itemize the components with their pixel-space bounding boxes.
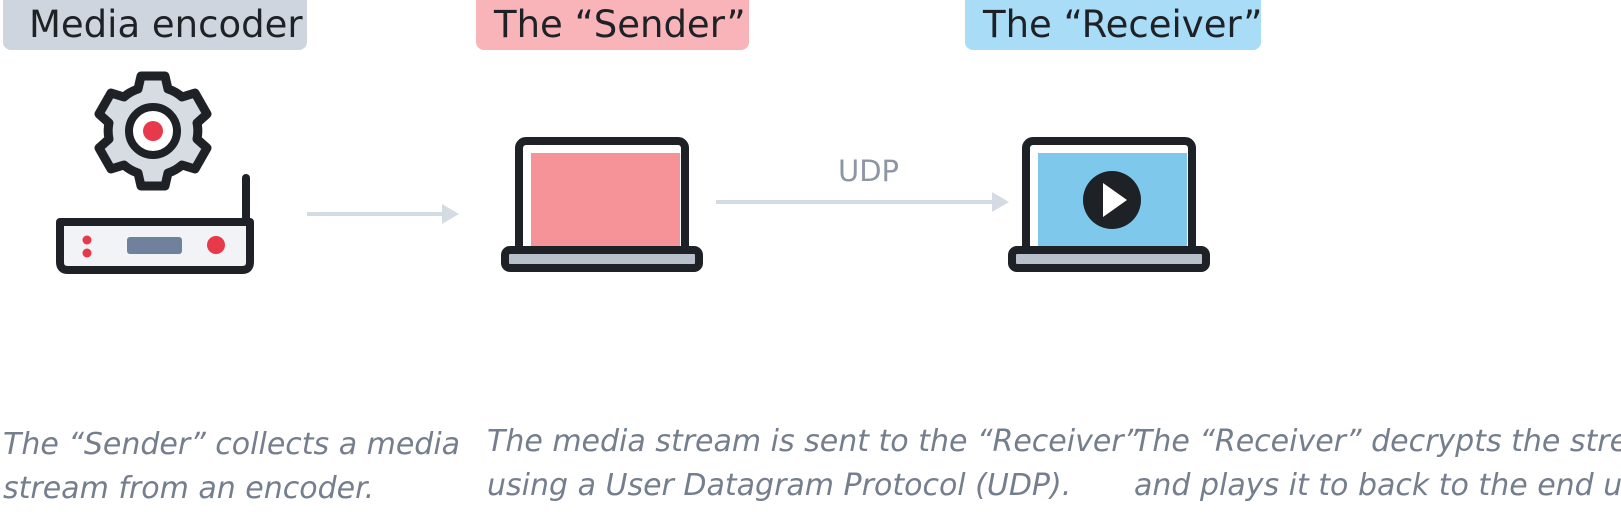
media-encoder-label: Media encoder	[3, 0, 307, 50]
arrow-sender-to-receiver	[716, 192, 1009, 212]
sender-caption: The “Sender” collects a media stream fro…	[3, 423, 460, 511]
laptop-play-icon	[1008, 137, 1210, 272]
sender-caption-line-2: stream from an encoder.	[3, 471, 375, 506]
laptop-icon	[501, 137, 703, 272]
receiver-caption-line-1: The “Receiver” decrypts the stream	[1134, 424, 1621, 459]
udp-label: UDP	[838, 154, 900, 188]
stream-caption-line-1: The media stream is sent to the “Receive…	[487, 424, 1140, 459]
stream-caption: The media stream is sent to the “Receive…	[487, 420, 1139, 508]
receiver-caption: The “Receiver” decrypts the stream and p…	[1134, 420, 1621, 508]
arrow-encoder-to-sender	[307, 204, 459, 224]
encoder-device-icon	[56, 174, 254, 274]
receiver-caption-line-2: and plays it to back to the end user.	[1134, 468, 1621, 503]
gear-icon	[94, 71, 212, 191]
receiver-label: The “Receiver”	[965, 0, 1262, 50]
sender-caption-line-1: The “Sender” collects a media	[3, 427, 461, 462]
sender-label: The “Sender”	[476, 0, 749, 50]
stream-caption-line-2: using a User Datagram Protocol (UDP).	[487, 468, 1072, 503]
